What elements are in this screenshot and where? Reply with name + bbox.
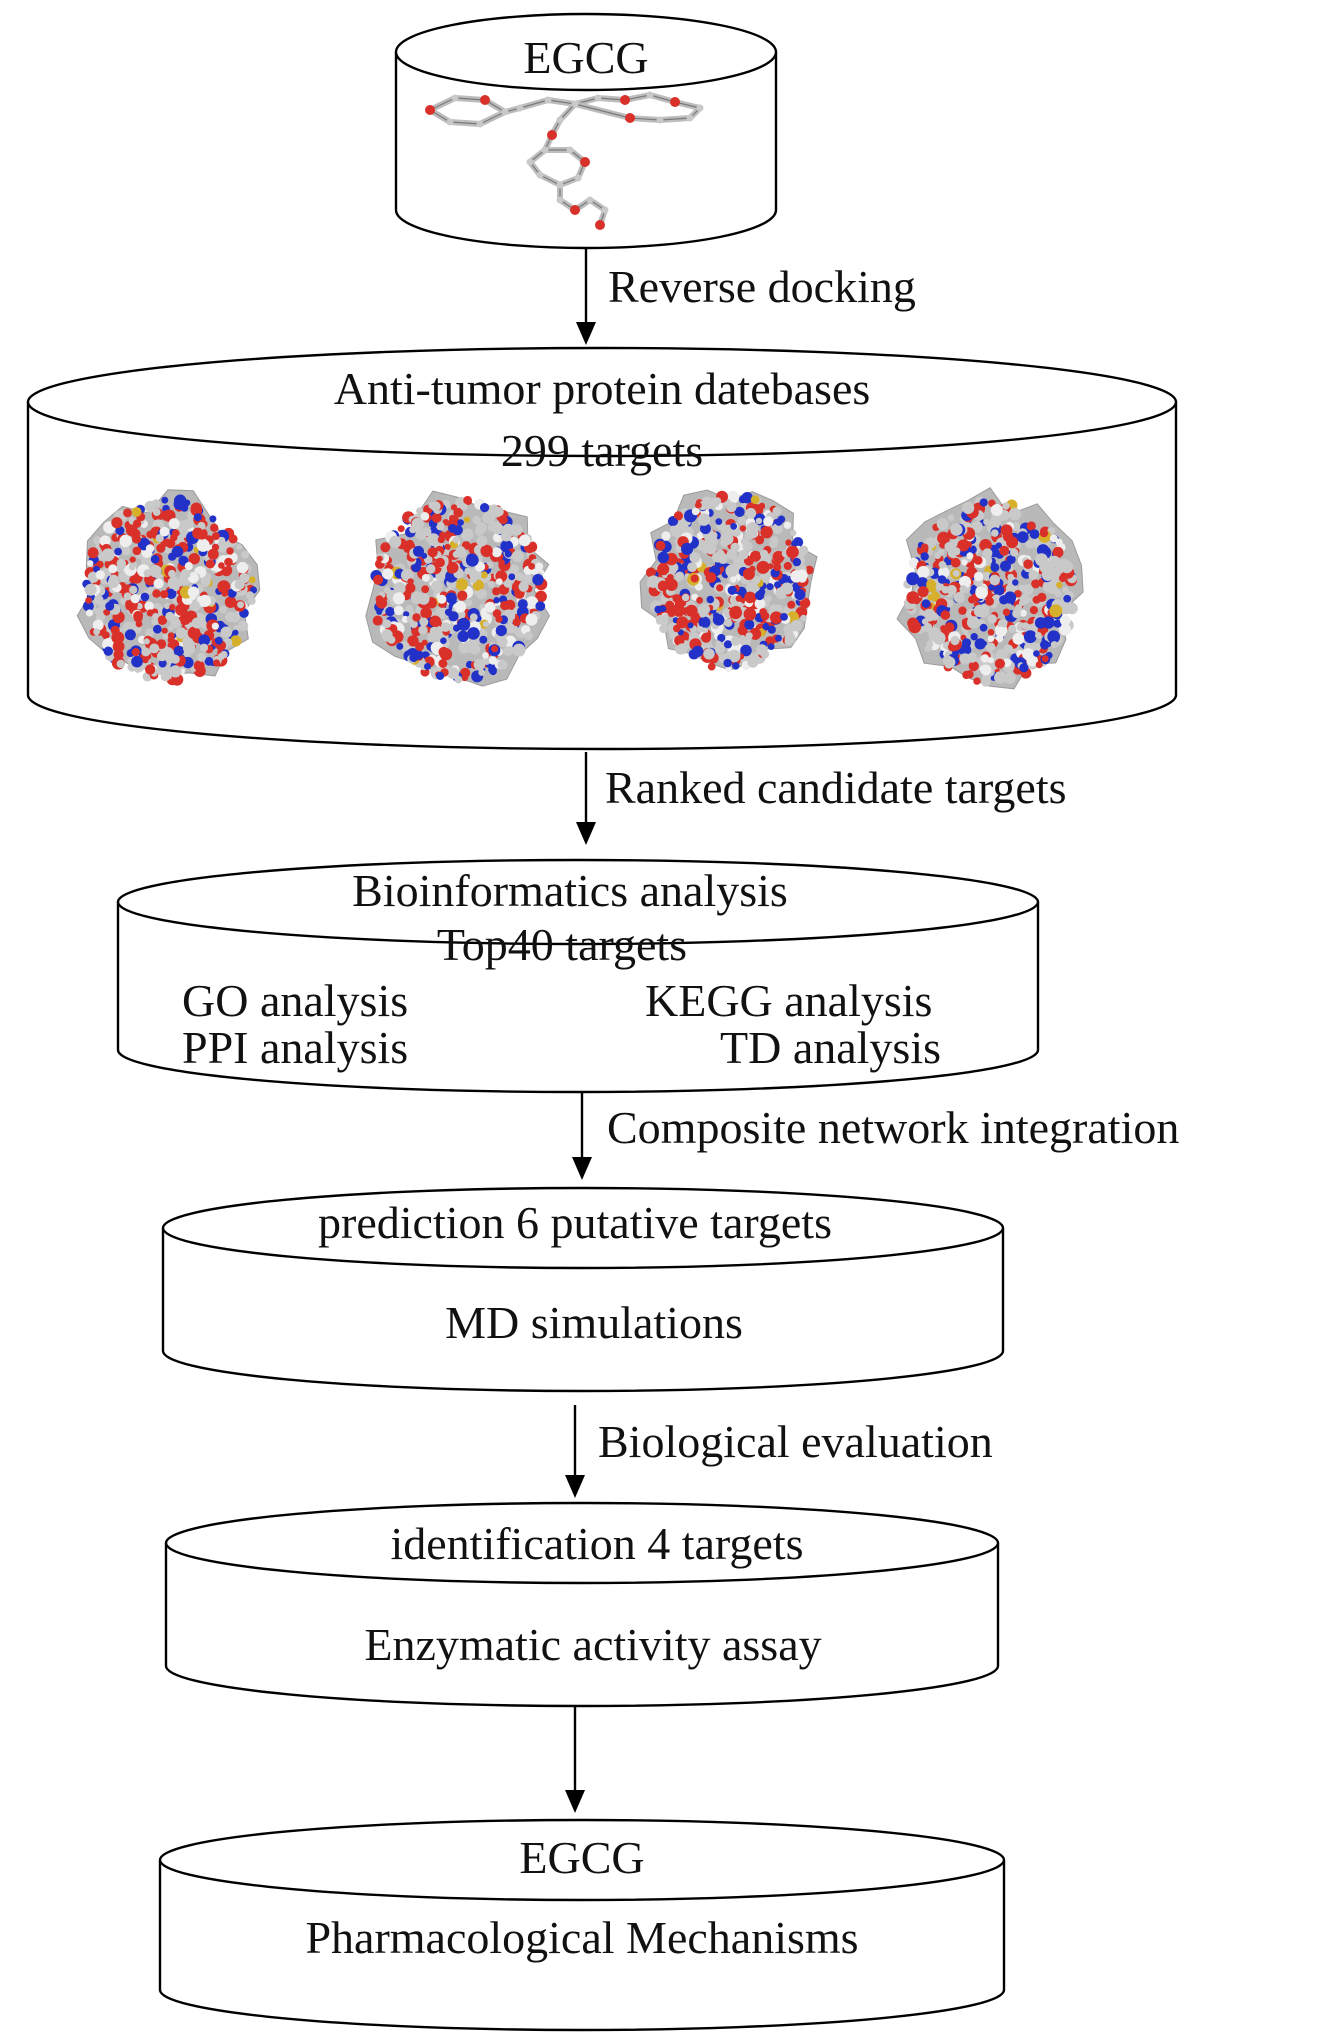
mechanism-subtitle: Pharmacological Mechanisms bbox=[305, 1912, 858, 1963]
protein-structures bbox=[76, 487, 1084, 690]
egcg-molecule-image bbox=[425, 91, 704, 230]
arrow-network-integration: Composite network integration bbox=[572, 1092, 1179, 1180]
mechanism-cylinder: EGCG Pharmacological Mechanisms bbox=[158, 1818, 1006, 2032]
bioinformatics-cylinder: Bioinformatics analysis Top40 targets GO… bbox=[116, 858, 1040, 1094]
arrow-label-biological-evaluation: Biological evaluation bbox=[598, 1416, 993, 1467]
identification-title: identification 4 targets bbox=[390, 1518, 803, 1569]
arrow-label-reverse-docking: Reverse docking bbox=[608, 261, 916, 312]
arrow-label-ranked-candidates: Ranked candidate targets bbox=[605, 762, 1067, 813]
egcg-cylinder: EGCG bbox=[394, 12, 778, 250]
identification-method: Enzymatic activity assay bbox=[364, 1619, 821, 1670]
bioinformatics-count: Top40 targets bbox=[437, 919, 687, 970]
kegg-analysis-label: KEGG analysis bbox=[645, 975, 932, 1026]
td-analysis-label: TD analysis bbox=[720, 1022, 941, 1073]
mechanism-title: EGCG bbox=[519, 1832, 644, 1883]
arrow-ranked-candidates: Ranked candidate targets bbox=[576, 752, 1067, 845]
arrow-biological-evaluation: Biological evaluation bbox=[565, 1405, 993, 1498]
prediction-cylinder: prediction 6 putative targets MD simulat… bbox=[161, 1186, 1005, 1393]
arrow-reverse-docking: Reverse docking bbox=[576, 248, 916, 345]
protein-database-cylinder: Anti-tumor protein datebases 299 targets bbox=[26, 346, 1178, 751]
database-title: Anti-tumor protein datebases bbox=[334, 363, 871, 414]
arrow-label-network-integration: Composite network integration bbox=[607, 1102, 1179, 1153]
bioinformatics-title: Bioinformatics analysis bbox=[352, 865, 788, 916]
prediction-method: MD simulations bbox=[445, 1297, 743, 1348]
egcg-title: EGCG bbox=[523, 32, 648, 83]
database-count: 299 targets bbox=[501, 425, 703, 476]
ppi-analysis-label: PPI analysis bbox=[182, 1022, 408, 1073]
identification-cylinder: identification 4 targets Enzymatic activ… bbox=[164, 1501, 1000, 1708]
go-analysis-label: GO analysis bbox=[182, 975, 408, 1026]
prediction-title: prediction 6 putative targets bbox=[318, 1197, 832, 1248]
arrow-to-mechanisms bbox=[565, 1707, 585, 1813]
